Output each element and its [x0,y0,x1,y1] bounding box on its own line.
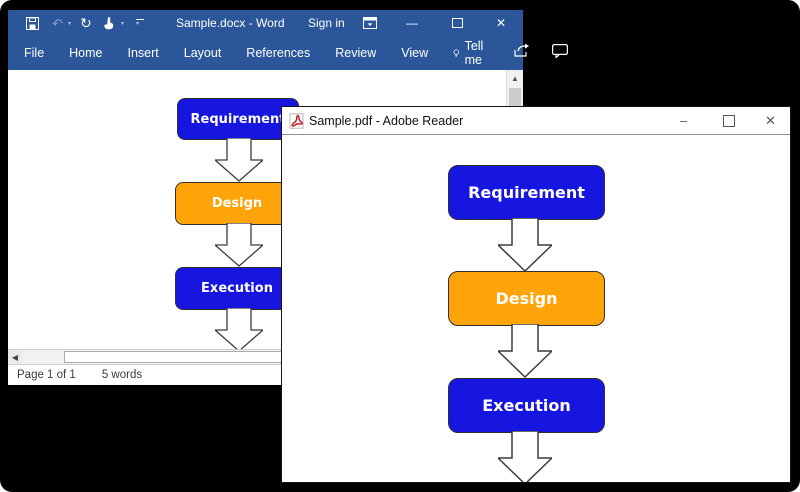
tab-layout[interactable]: Layout [183,46,222,60]
tab-view[interactable]: View [401,46,429,60]
flowchart-step-execution: Execution [175,267,299,310]
sign-in-button[interactable]: Sign in [308,16,345,30]
tell-me-box[interactable]: Tell me [453,39,488,67]
tab-insert[interactable]: Insert [127,46,159,60]
close-button[interactable]: ✕ [765,112,776,128]
down-arrow-icon [215,138,263,182]
lightbulb-icon [453,48,460,57]
down-arrow-icon [498,324,552,378]
pdf-page[interactable]: Requirement Design Execution [282,135,790,482]
flowchart-step-label: Design [495,289,558,308]
flowchart-step-design: Design [448,271,605,326]
down-arrow-icon [498,431,552,482]
flowchart-step-label: Design [211,196,263,211]
customize-qat-icon[interactable]: ▾ [136,10,144,36]
share-icon[interactable] [513,43,530,63]
flowchart-step-requirement: Requirement [177,98,299,140]
tab-home[interactable]: Home [69,46,103,60]
flowchart-step-label: Requirement [190,111,286,127]
maximize-button[interactable] [723,107,735,134]
undo-dropdown-icon[interactable]: ▾ [68,20,72,27]
comments-icon[interactable] [551,43,568,63]
down-arrow-icon [215,308,263,349]
minimize-button[interactable]: — [406,16,418,30]
minimize-button[interactable]: – [680,113,688,128]
flowchart-step-label: Execution [201,281,273,296]
tab-references[interactable]: References [246,46,311,60]
adobe-reader-window: Sample.pdf - Adobe Reader – ✕ Requiremen… [281,106,791,483]
close-button[interactable]: ✕ [496,16,507,30]
save-icon[interactable] [26,10,39,36]
down-arrow-icon [215,223,263,267]
page-indicator[interactable]: Page 1 of 1 [17,369,76,381]
undo-icon[interactable]: ↶ [52,15,63,31]
word-ribbon: File Home Insert Layout References Revie… [8,36,568,70]
window-title: Sample.docx - Word [176,16,285,30]
flowchart-step-requirement: Requirement [448,165,605,220]
scroll-up-icon[interactable]: ▲ [511,74,519,83]
tab-file[interactable]: File [24,46,45,60]
pdf-icon [289,107,305,134]
window-title: Sample.pdf - Adobe Reader [309,113,464,128]
adobe-titlebar: Sample.pdf - Adobe Reader – ✕ [282,107,790,135]
maximize-button[interactable] [452,10,463,36]
flowchart-step-label: Execution [482,396,571,415]
touch-mode-icon[interactable] [103,10,115,36]
scroll-left-icon[interactable]: ◀ [8,350,22,364]
flowchart-step-execution: Execution [448,378,605,433]
ribbon-display-options-icon[interactable] [363,10,377,36]
word-count[interactable]: 5 words [101,369,143,381]
flowchart-step-design: Design [175,182,299,225]
tell-me-label: Tell me [464,39,484,67]
down-arrow-icon [498,218,552,272]
word-titlebar: ↶ ▾ ↻ ▾ ▾ Sample.docx - Word Sign in [8,10,523,36]
flowchart-step-label: Requirement [468,183,585,202]
touch-mode-dropdown-icon[interactable]: ▾ [121,20,125,27]
redo-icon[interactable]: ↻ [80,15,92,31]
tab-review[interactable]: Review [335,46,377,60]
